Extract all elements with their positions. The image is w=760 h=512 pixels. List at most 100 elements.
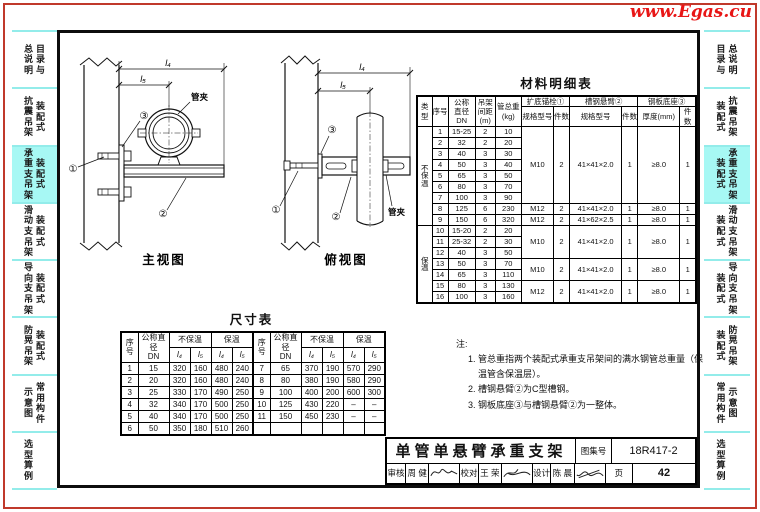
table-cell: 2 (552, 258, 570, 282)
sidebar-item-common-components[interactable]: 常用构件 示意图 (704, 376, 750, 433)
sidebar-item-selection-examples[interactable]: 选型算例 (12, 433, 57, 490)
table-cell: 3 (474, 148, 496, 161)
sidebar-item-seismic-hangers[interactable]: 装配式 抗震吊架 (704, 89, 750, 147)
table-cell: 15 (431, 280, 449, 293)
table-cell: 6 (474, 214, 496, 227)
sidebar-item-sliding-supports[interactable]: 装配式 滑动支吊架 (704, 204, 750, 261)
table-cell: 70 (494, 181, 522, 194)
table-cell: 20 (137, 373, 170, 387)
dimension-table: 序号 公称直径 DN 不保温 保温 序号 公称直径 DN 不保温 保温 l₄ l… (120, 331, 386, 436)
table-cell: 2 (474, 126, 496, 139)
sidebar-item-selection-examples[interactable]: 选型算例 (704, 433, 750, 490)
sidebar-item-anti-sway-hangers[interactable]: 装配式 防晃吊架 (704, 318, 750, 376)
table-cell: 2 (552, 203, 570, 216)
steel-base-plate (317, 153, 323, 179)
table-cell: 240 (231, 361, 254, 375)
sidebar-item-load-bearing-supports[interactable]: 装配式 承重支吊架 (704, 146, 750, 204)
column-header: 管总重 (kg) (494, 95, 522, 128)
table-cell: 10 (431, 225, 449, 238)
sidebar-right: 目录与 总说明 装配式 抗震吊架 装配式 承重支吊架 装配式 滑动支吊架 装配式… (704, 30, 750, 490)
table-cell: 3 (474, 291, 496, 304)
table-cell: 320 (168, 361, 191, 375)
svg-text:l₅: l₅ (340, 80, 346, 90)
table-cell: 15-20 (447, 225, 476, 238)
table-cell: 250 (231, 385, 254, 399)
column-header: 槽钢悬臂② (568, 95, 639, 108)
table-cell: 430 (300, 397, 323, 411)
svg-text:③: ③ (140, 111, 149, 122)
table-cell: 16 (431, 291, 449, 304)
sidebar-item-anti-sway-hangers[interactable]: 防晃吊架 装配式 (12, 318, 57, 376)
table-cell: 1 (679, 203, 697, 216)
table-cell: 1 (120, 361, 139, 375)
sidebar-item-seismic-hangers[interactable]: 抗震吊架 装配式 (12, 89, 57, 147)
table-cell: 330 (168, 385, 191, 399)
sidebar-item-load-bearing-supports[interactable]: 承重支吊架 装配式 (12, 146, 57, 204)
table-cell: 3 (474, 258, 496, 271)
sidebar-item-guide-supports[interactable]: 导向支吊架 装配式 (12, 261, 57, 319)
checker-name: 王 荣 (477, 463, 501, 483)
table-cell: 160 (494, 291, 522, 304)
drawing-title: 单管单悬臂承重支架 (395, 443, 567, 461)
sidebar-item-label: 防晃吊架 (23, 324, 33, 367)
table-cell: M12 (520, 214, 554, 227)
dimension-table-block: 尺寸表 序号 公称直径 DN 不保温 保温 序号 公称直径 DN 不保温 保温 (120, 309, 386, 436)
table-cell: 80 (269, 373, 302, 387)
table-cell: 580 (342, 373, 365, 387)
table-cell: 2 (552, 214, 570, 227)
table-cell: 1 (679, 225, 697, 260)
sidebar-item-sliding-supports[interactable]: 滑动支吊架 装配式 (12, 204, 57, 261)
channel-cantilever-arm (123, 164, 225, 178)
sidebar-item-label: 导向支吊架 (728, 262, 738, 315)
table-cell: 40 (137, 409, 170, 423)
callout-arm: ② (332, 176, 352, 223)
sidebar-item-label: 选型算例 (23, 439, 33, 481)
table-cell: 25-32 (447, 236, 476, 249)
table-cell: 65 (269, 361, 302, 375)
top-view-drawing: l₄ l₅ ③ ① ② 管夹 俯视图 (272, 55, 414, 267)
table-cell: 3 (474, 192, 496, 205)
table-cell: 3 (431, 148, 449, 161)
note-item: 2. 槽钢悬臂②为C型槽钢。 (468, 384, 575, 395)
table-cell: ≥8.0 (637, 126, 681, 205)
sidebar-item-label: 装配式 (35, 329, 45, 362)
designer-label: 设计 (532, 463, 550, 483)
table-cell: M10 (520, 126, 554, 205)
table-cell: 230 (494, 203, 522, 216)
table-cell: 8 (252, 373, 271, 387)
table-cell: 1 (621, 280, 639, 304)
table-cell: 125 (269, 397, 302, 411)
dimension-outer: l₄ (314, 62, 414, 157)
wall-section (280, 55, 321, 251)
sidebar-item-toc-notes[interactable]: 目录与 总说明 (704, 32, 750, 90)
table-cell: M12 (520, 203, 554, 216)
sidebar-item-guide-supports[interactable]: 装配式 导向支吊架 (704, 261, 750, 319)
table-cell: 保温 (416, 225, 433, 304)
svg-text:l₄: l₄ (165, 58, 171, 68)
clamp-label: 管夹 (385, 174, 406, 217)
table-cell: 570 (342, 361, 365, 375)
sidebar-item-toc-notes[interactable]: 总说明 目录与 (12, 32, 57, 90)
sidebar-item-common-components[interactable]: 示意图 常用构件 (12, 376, 57, 433)
sidebar-item-label: 滑动支吊架 (728, 204, 738, 258)
table-cell (363, 421, 386, 436)
sidebar-item-label: 抗震吊架 (23, 95, 33, 138)
column-header: l₅ (231, 346, 254, 363)
column-header: 件数 (552, 106, 570, 128)
sidebar-item-label: 装配式 (35, 100, 45, 133)
table-cell: – (342, 409, 365, 423)
svg-text:②: ② (159, 209, 168, 220)
table-cell: 230 (321, 409, 344, 423)
reviewer-label: 审核 (387, 468, 405, 479)
table-cell: 11 (431, 236, 449, 249)
steel-base-plate (118, 144, 125, 202)
table-cell (342, 421, 365, 436)
clamp-label: 管夹 (177, 92, 209, 115)
table-cell: 1 (621, 126, 639, 205)
table-cell: 380 (300, 373, 323, 387)
